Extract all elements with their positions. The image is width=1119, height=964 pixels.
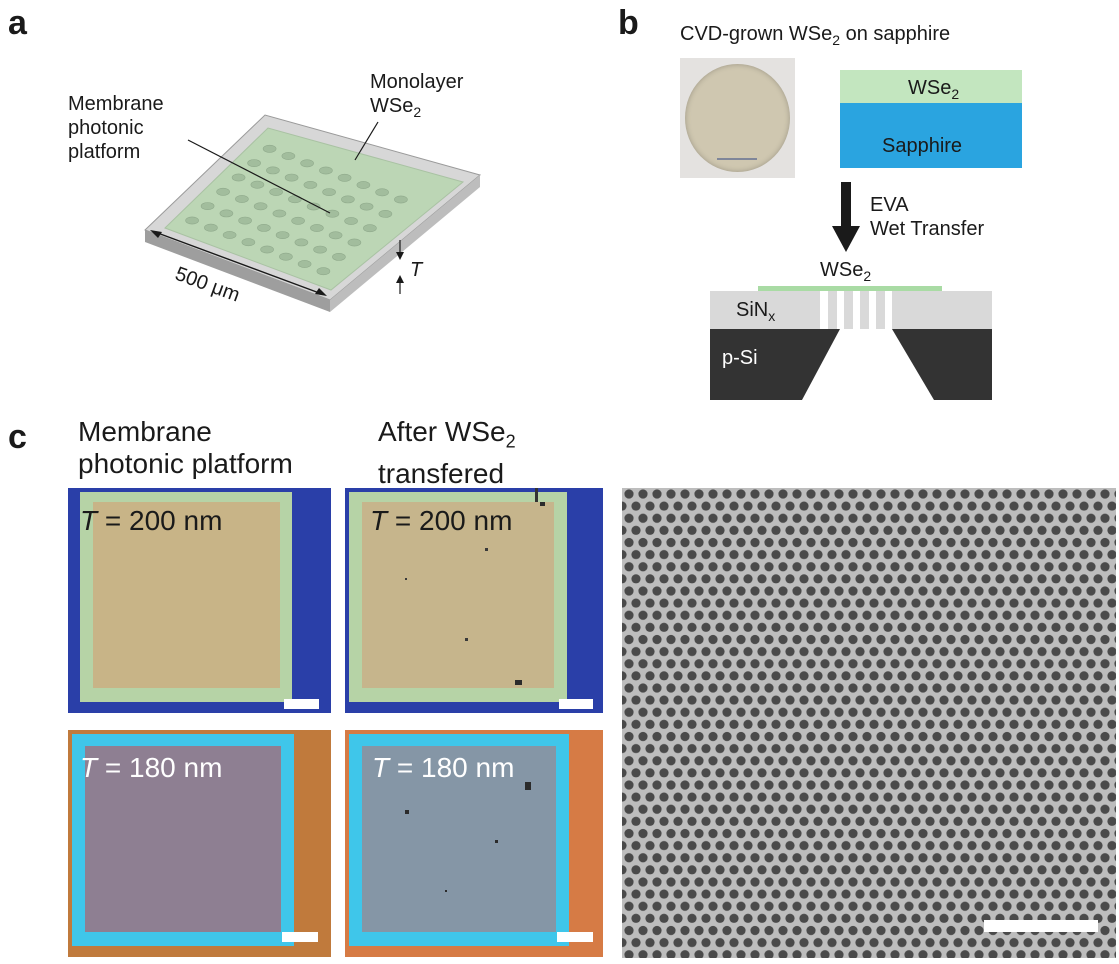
membrane-hole — [332, 252, 346, 261]
transfer-arrow — [832, 182, 860, 252]
thickness-label-200-before: T = 200 nm — [80, 505, 223, 536]
membrane-hole — [319, 166, 333, 175]
membrane-hole — [222, 231, 237, 239]
sem-hole-lattice — [622, 488, 1116, 958]
membrane-hole — [185, 216, 199, 225]
membrane-hole — [200, 202, 215, 210]
micrograph-200nm-after — [345, 488, 603, 713]
membrane-label: Membrane photonic platform — [68, 93, 164, 163]
membrane-hole — [279, 252, 293, 261]
membrane-hole — [325, 209, 340, 218]
membrane-hole — [281, 152, 296, 160]
membrane-hole — [310, 224, 324, 232]
membrane-hole — [375, 188, 389, 197]
panel-letter-a: a — [8, 4, 27, 42]
scale-bar — [557, 932, 593, 942]
membrane-hole — [272, 209, 287, 218]
device-cross-section — [710, 286, 992, 400]
sinx-label: SiNx — [736, 299, 776, 324]
membrane-hole — [204, 223, 218, 232]
membrane-hole — [250, 180, 265, 189]
scale-bar — [559, 699, 593, 709]
membrane-hole — [253, 202, 268, 211]
micrograph-180nm-after — [345, 730, 603, 957]
membrane-hole — [394, 195, 408, 204]
scale-bar — [984, 920, 1098, 932]
membrane-hole — [306, 202, 321, 211]
membrane-hole — [231, 173, 246, 182]
micrograph-200nm-before — [68, 488, 331, 713]
membrane-hole — [291, 216, 305, 225]
membrane-hole — [337, 173, 352, 182]
membrane-hole — [247, 159, 261, 167]
monolayer-label: Monolayer WSe2 — [370, 71, 464, 120]
thickness-label-180-before: T = 180 nm — [80, 752, 223, 783]
membrane-hole — [262, 144, 277, 153]
membrane-hole — [241, 238, 256, 247]
membrane-hole — [284, 173, 299, 182]
membrane-hole — [219, 209, 234, 218]
membrane-hole — [328, 231, 343, 240]
membrane-hole — [294, 238, 309, 247]
sapphire-layer — [840, 103, 1022, 168]
membrane-hole — [316, 267, 331, 276]
membrane-hole — [378, 209, 393, 218]
wse2-layer — [840, 70, 1022, 103]
membrane-hole — [363, 224, 377, 233]
membrane-hole — [300, 159, 314, 168]
wafer-handwriting — [717, 152, 757, 160]
panel-b-title: CVD-grown WSe2 on sapphire — [680, 23, 951, 48]
membrane-hole — [303, 180, 318, 189]
membrane-hole — [257, 223, 271, 232]
membrane-hole — [356, 181, 371, 189]
hole-array — [185, 144, 408, 276]
membrane-hole — [275, 231, 290, 239]
membrane-schematic — [144, 114, 482, 312]
device-wse2-label: WSe2 — [820, 259, 872, 284]
panel-letter-b: b — [618, 4, 639, 42]
scale-bar — [284, 699, 319, 709]
membrane-hole — [235, 195, 249, 203]
membrane-hole — [260, 245, 274, 254]
transfer-label: EVA Wet Transfer — [870, 194, 985, 240]
column-header-before: Membrane photonic platform — [78, 416, 293, 479]
membrane-hole — [238, 216, 252, 225]
thickness-label: T — [410, 259, 423, 281]
psi-label: p-Si — [722, 347, 758, 369]
membrane-hole — [344, 217, 358, 225]
thickness-label-200-after: T = 200 nm — [370, 505, 513, 536]
membrane-hole — [359, 202, 374, 211]
membrane-hole — [322, 188, 336, 196]
micrograph-180nm-before — [68, 730, 331, 957]
membrane-hole — [297, 260, 312, 268]
wse2-layer-label: WSe2 — [908, 77, 960, 102]
scale-bar — [282, 932, 318, 942]
panel-letter-c: c — [8, 418, 27, 456]
membrane-hole — [341, 195, 355, 204]
membrane-hole — [216, 187, 230, 196]
membrane-hole — [269, 188, 283, 196]
membrane-hole — [347, 238, 362, 247]
thickness-label-180-after: T = 180 nm — [372, 752, 515, 783]
sapphire-layer-label: Sapphire — [882, 135, 963, 157]
membrane-hole — [313, 245, 327, 254]
membrane-hole — [266, 166, 280, 175]
wafer-disc — [685, 64, 790, 172]
column-header-after: After WSe2 transfered — [378, 416, 516, 489]
wafer-photo — [680, 58, 795, 178]
